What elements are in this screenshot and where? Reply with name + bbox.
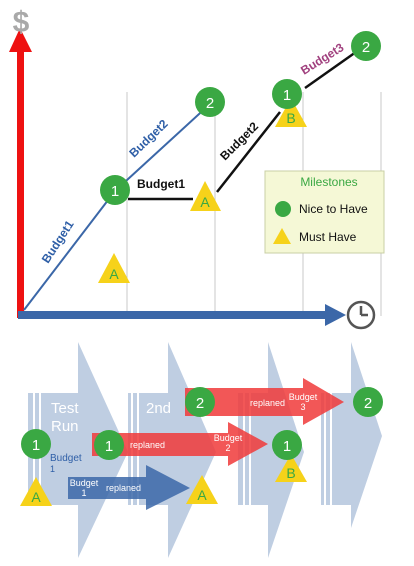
svg-text:B: B — [286, 465, 295, 481]
phase-second: 2nd — [146, 400, 171, 417]
svg-text:1: 1 — [81, 488, 86, 498]
bottom-triangle-a-mid: A — [186, 475, 218, 504]
milestone-triangle-b: B — [275, 98, 307, 127]
milestone-circle-2-top: 2 — [195, 87, 225, 117]
svg-text:Budget: Budget — [214, 433, 243, 443]
dollar-symbol: $ — [13, 6, 30, 39]
budget3-label: Budget3 — [298, 40, 346, 77]
bottom-circle-1-mid: 1 — [94, 430, 124, 460]
bottom-circle-2-top: 2 — [185, 387, 215, 417]
budget-left-label-line2: 1 — [50, 464, 55, 474]
svg-text:replaned: replaned — [130, 440, 165, 450]
svg-text:A: A — [200, 194, 210, 210]
y-axis — [9, 28, 32, 318]
svg-text:A: A — [31, 489, 41, 505]
phase-test-run-line2: Run — [51, 418, 79, 435]
svg-text:2: 2 — [196, 395, 204, 412]
svg-text:replaned: replaned — [250, 398, 285, 408]
svg-text:Budget: Budget — [289, 392, 318, 402]
milestone-triangle-a-low: A — [98, 253, 130, 283]
svg-text:1: 1 — [283, 438, 291, 455]
svg-text:1: 1 — [105, 438, 113, 455]
legend-item-nice: Nice to Have — [299, 202, 368, 216]
x-axis — [18, 304, 346, 326]
bottom-circle-1-right: 1 — [272, 430, 302, 460]
budget1-arrow: Budget 1 replaned — [68, 465, 190, 510]
svg-text:replaned: replaned — [106, 483, 141, 493]
svg-text:2: 2 — [364, 395, 372, 412]
budget1-label: Budget1 — [39, 217, 77, 265]
bottom-triangle-b-right: B — [275, 454, 307, 482]
svg-text:A: A — [109, 266, 119, 282]
milestone-triangle-a: A — [190, 181, 221, 211]
milestones-legend: Milestones Nice to Have Must Have — [264, 170, 385, 254]
svg-text:Budget: Budget — [70, 478, 99, 488]
legend-title: Milestones — [300, 175, 357, 189]
svg-text:2: 2 — [362, 39, 370, 56]
milestone-circle-1: 1 — [100, 175, 130, 205]
legend-triangle-icon — [273, 228, 291, 244]
svg-text:B: B — [286, 110, 295, 126]
legend-circle-icon — [275, 201, 291, 217]
budget2-slant-line — [216, 111, 281, 193]
svg-text:1: 1 — [111, 183, 119, 200]
svg-text:2: 2 — [206, 95, 214, 112]
svg-text:1: 1 — [283, 87, 291, 104]
budget2-rotated-label: Budget2 — [126, 117, 170, 161]
budget1-line — [23, 190, 116, 311]
clock-icon — [346, 300, 376, 330]
budget3-line — [304, 50, 357, 90]
milestone-circle-1-b: 1 — [272, 79, 302, 109]
bottom-circle-2-right: 2 — [353, 387, 383, 417]
svg-text:1: 1 — [32, 437, 40, 454]
bottom-triangle-a-left: A — [20, 477, 52, 506]
budget-left-label-line1: Budget — [50, 453, 82, 464]
budget2-line — [114, 103, 211, 192]
bottom-circle-1-left: 1 — [21, 429, 51, 459]
milestone-circle-2-end: 2 — [351, 31, 381, 61]
svg-text:3: 3 — [300, 402, 305, 412]
legend-item-must: Must Have — [299, 230, 357, 244]
budget3-arrow: replaned Budget 3 — [185, 378, 344, 425]
budget2-arrow: replaned Budget 2 — [92, 422, 268, 466]
svg-text:2: 2 — [225, 443, 230, 453]
budget2-slant-label: Budget2 — [217, 119, 261, 163]
phase-test-run-line1: Test — [51, 400, 79, 417]
budget1-flat-label: Budget1 — [137, 177, 185, 191]
svg-text:A: A — [197, 487, 207, 503]
